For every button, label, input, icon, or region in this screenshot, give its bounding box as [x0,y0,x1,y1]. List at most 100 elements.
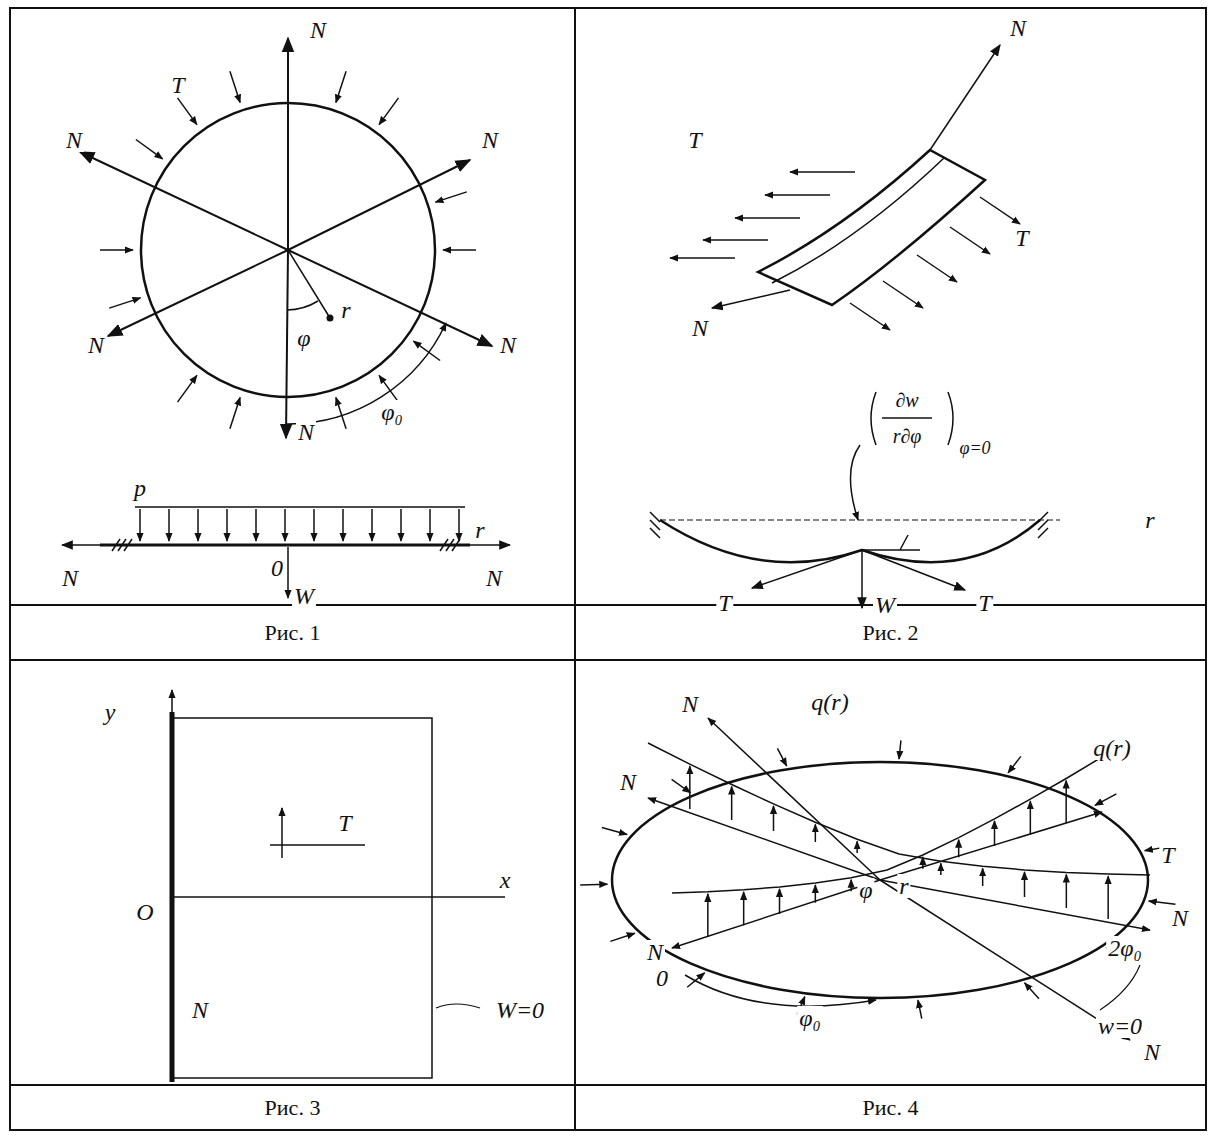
load-arrow [230,71,240,102]
symbol-label: N [1142,1040,1162,1064]
load-arrow [413,341,440,360]
symbol-label: T [686,128,703,152]
fig3-plate [172,690,505,1082]
load-arrow [458,509,460,541]
load-arrow [435,192,466,202]
symbol-label: φ [295,326,312,350]
load-profile [672,757,1102,893]
load-arrow [731,786,733,820]
load-arrow [313,509,315,541]
symbol-label: w=0 [1096,1014,1144,1038]
load-arrow [379,375,398,402]
load-arrow [168,509,170,541]
load-arrow [139,509,141,541]
symbol-label: T [1013,226,1030,250]
symbol-label: T [976,591,993,615]
load-arrow [400,509,402,541]
load-arrow [917,255,957,282]
load-arrow [177,375,196,402]
caption-cell: Рис. 1 [10,605,575,660]
load-arrow [336,71,346,102]
symbol-label: φ₀ [379,400,405,424]
figure-caption: Рис. 4 [863,1095,919,1121]
load-arrow [610,933,634,941]
symbol-label: O [134,900,155,924]
load-arrow [815,885,817,903]
symbol-label: q(r) [1091,736,1132,760]
symbol-label: r [1143,508,1156,532]
load-arrow [284,509,286,541]
load-arrow [735,217,800,219]
load-arrow [856,841,858,853]
load-arrow [773,806,775,831]
figure-caption: Рис. 1 [265,620,321,646]
symbol-label: N [190,998,210,1022]
symbol-label: r [339,298,352,322]
load-arrow [982,868,984,886]
load-arrow [777,748,786,766]
load-arrow [1030,801,1032,835]
symbol-label: T [1159,843,1176,867]
caption-cell: Рис. 3 [10,1085,575,1130]
load-arrow [940,863,942,875]
load-arrow [602,828,627,835]
symbol-label: N [498,333,518,357]
load-arrow [687,973,704,987]
symbol-label: r [473,518,486,542]
load-arrow [177,98,196,125]
symbol-label: 0 [269,556,285,580]
load-arrow [100,249,133,251]
load-arrow [918,1000,922,1019]
load-arrow [790,171,855,173]
load-arrow [958,840,960,858]
load-arrow [689,766,691,809]
load-arrow [1065,780,1067,823]
table-grid [10,8,1206,1130]
load-arrow [703,239,768,241]
fig2-section [650,392,1060,608]
symbol-label: φ [857,878,874,902]
symbol-label: N [680,692,700,716]
symbol-label: N [296,420,316,444]
symbol-label: 0 [654,966,670,990]
load-arrow [950,227,990,254]
symbol-label: T [336,811,353,835]
load-arrow [379,98,398,125]
load-arrow [443,249,476,251]
symbol-label: N [484,566,504,590]
symbol-label: x [498,868,513,892]
load-arrow [580,883,607,885]
load-arrow [255,509,257,541]
formula-term: ∂w [893,390,920,410]
figure-caption: Рис. 3 [265,1095,321,1121]
load-arrow [429,509,431,541]
load-arrow [1095,794,1116,806]
load-arrow [1008,756,1021,773]
symbol-label: T [169,73,186,97]
symbol-label: q(r) [809,690,850,714]
symbol-label: N [1170,906,1190,930]
symbol-label: N [60,566,80,590]
load-arrow [922,857,924,869]
symbol-label: N [1008,16,1028,40]
fig1-plate [80,38,492,438]
formula-term: r∂φ [891,426,924,446]
load-arrow [707,894,709,937]
symbol-label: 2φ₀ [1106,936,1144,960]
symbol-label: N [645,940,665,964]
fig1-beam [62,507,510,598]
load-arrow [815,824,817,842]
load-arrow [1025,983,1039,999]
symbol-label: N [690,316,710,340]
load-arrow [765,194,830,196]
symbol-label: y [103,700,118,724]
formula-term: φ=0 [957,439,992,457]
load-arrow [371,509,373,541]
symbol-label: r [897,874,910,898]
load-arrow [1149,901,1176,904]
symbol-label: W [873,593,897,617]
load-arrow [672,779,691,792]
load-arrow [226,509,228,541]
